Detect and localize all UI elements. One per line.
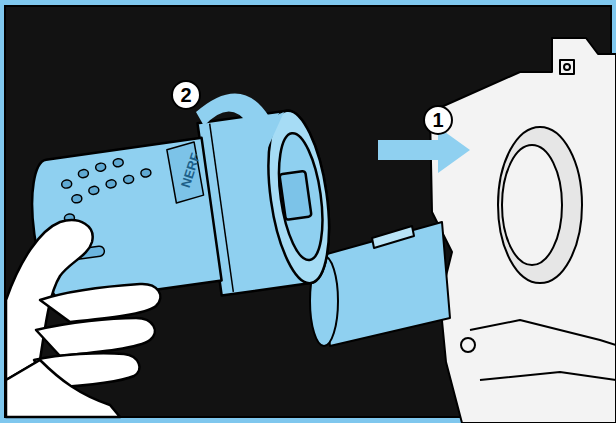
push-arrow [378, 127, 470, 173]
rotate-arrow [196, 93, 284, 156]
callout-circle [172, 81, 200, 109]
callout-number: 1 [424, 106, 452, 134]
callout-circle [424, 106, 452, 134]
hand [6, 220, 160, 417]
muzzle-attachment [22, 107, 338, 320]
blaster-barrel [310, 222, 450, 346]
blaster-body [430, 38, 616, 423]
callout-number: 2 [172, 81, 200, 109]
